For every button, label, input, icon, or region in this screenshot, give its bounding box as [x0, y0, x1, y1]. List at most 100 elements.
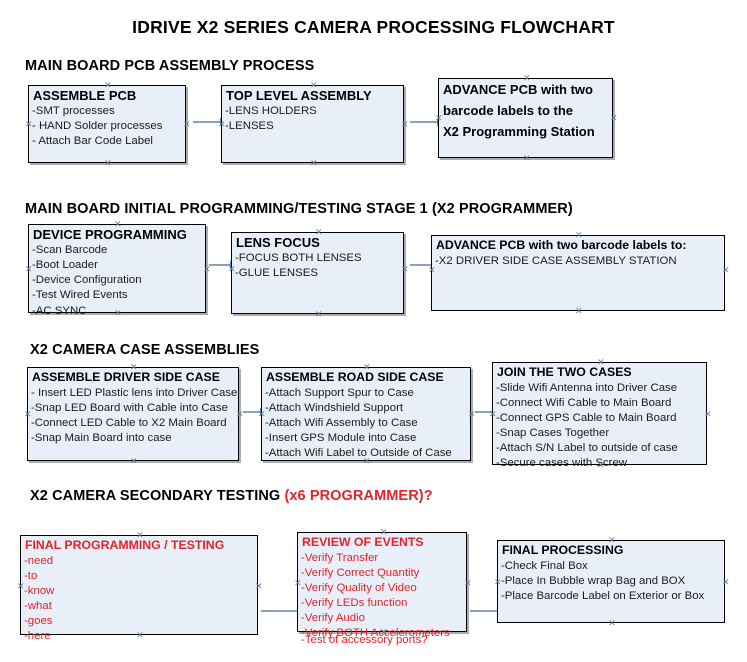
node-advance-pcb-to-x2-programming-station[interactable]: ADVANCE PCB with two barcode labels to t… — [438, 78, 613, 158]
connection-handle-top[interactable] — [380, 529, 387, 536]
connection-handle-left[interactable] — [435, 115, 442, 122]
connection-handle-bottom[interactable] — [597, 462, 604, 469]
list-item: -Snap LED Board with Cable into Case — [31, 401, 228, 414]
connection-handle-left[interactable] — [494, 579, 501, 586]
connection-handle-right[interactable] — [610, 115, 617, 122]
connection-handle-right[interactable] — [722, 579, 729, 586]
node-assemble-driver-side-case[interactable]: ASSEMBLE DRIVER SIDE CASE - Insert LED P… — [27, 367, 239, 461]
connection-handle-top[interactable] — [608, 537, 615, 544]
list-item: -goes — [24, 614, 53, 627]
connection-handle-left[interactable] — [218, 121, 225, 128]
connection-handle-top[interactable] — [104, 82, 111, 89]
section-heading-text: X2 CAMERA SECONDARY TESTING — [30, 488, 285, 504]
connection-handle-right[interactable] — [203, 266, 210, 273]
list-item: -Snap Main Board into case — [31, 431, 172, 444]
node-review-of-events[interactable]: REVIEW OF EVENTS -Verify Transfer -Verif… — [294, 529, 467, 646]
list-item: -Check Final Box — [501, 559, 588, 572]
list-item: -Verify BOTH Accelerometers — [301, 626, 450, 639]
connection-handle-left[interactable] — [294, 580, 301, 587]
list-item: -Place Barcode Label on Exterior or Box — [501, 589, 705, 602]
connection-handle-left[interactable] — [24, 411, 31, 418]
connection-handle-left[interactable] — [17, 583, 24, 590]
node-assemble-road-side-case[interactable]: ASSEMBLE ROAD SIDE CASE -Attach Support … — [261, 367, 471, 461]
connection-handle-right[interactable] — [468, 411, 475, 418]
conn-assemble-pcb-to-top-level-assembly — [193, 118, 228, 126]
node-items: -Check Final Box -Place In Bubble wrap B… — [498, 559, 724, 604]
connection-handle-bottom[interactable] — [310, 160, 317, 167]
connection-handle-bottom[interactable] — [523, 155, 530, 162]
connection-handle-top[interactable] — [523, 75, 530, 82]
node-header-line-3: X2 Programming Station — [443, 123, 595, 139]
connection-handle-bottom[interactable] — [380, 629, 387, 636]
node-advance-pcb-to-driver-side-case-station[interactable]: ADVANCE PCB with two barcode labels to: … — [431, 235, 725, 311]
list-item: -SMT processes — [32, 105, 115, 118]
connection-handle-left[interactable] — [258, 411, 265, 418]
connection-handle-bottom[interactable] — [315, 311, 322, 318]
node-header-line-2: barcode labels to the — [443, 102, 574, 118]
connection-handle-top[interactable] — [575, 232, 582, 239]
connection-handle-bottom[interactable] — [114, 310, 121, 317]
connection-handle-bottom[interactable] — [363, 458, 370, 465]
connection-handle-bottom[interactable] — [104, 160, 111, 167]
connection-handle-bottom[interactable] — [608, 620, 615, 627]
connection-handle-top[interactable] — [315, 229, 322, 236]
list-item: -Slide Wifi Antenna into Driver Case — [496, 381, 678, 394]
connection-handle-left[interactable] — [228, 266, 235, 273]
node-header: FINAL PROCESSING — [502, 543, 624, 557]
list-item: -Connect GPS Cable to Main Board — [496, 411, 677, 424]
node-overflow-item: -Test of accessory ports? — [301, 634, 428, 646]
connection-handle-top[interactable] — [363, 364, 370, 371]
connection-handle-left[interactable] — [489, 411, 496, 418]
list-item: -Secure cases with Screw — [496, 456, 628, 469]
node-device-programming[interactable]: DEVICE PROGRAMMING -Scan Barcode -Boot L… — [25, 221, 206, 317]
connection-handle-top[interactable] — [597, 359, 604, 366]
connection-handle-right[interactable] — [183, 121, 190, 128]
node-lens-focus[interactable]: LENS FOCUS -FOCUS BOTH LENSES -GLUE LENS… — [231, 232, 404, 314]
connection-handle-right[interactable] — [236, 411, 243, 418]
connection-handle-right[interactable] — [704, 411, 711, 418]
list-item: -Attach Wifi Label to Outside of Case — [265, 446, 452, 459]
node-top-level-assembly[interactable]: TOP LEVEL ASSEMBLY -LENS HOLDERS -LENSES — [221, 85, 404, 163]
connection-handle-top[interactable] — [136, 532, 143, 539]
node-items: -Verify Transfer -Verify Correct Quantit… — [298, 551, 466, 641]
node-assemble-pcb[interactable]: ASSEMBLE PCB -SMT processes - HAND Solde… — [28, 85, 186, 163]
list-item: -know — [24, 584, 55, 597]
node-join-the-two-cases[interactable]: JOIN THE TWO CASES -Slide Wifi Antenna i… — [489, 359, 707, 469]
node-items: -Scan Barcode -Boot Loader -Device Confi… — [29, 243, 205, 318]
node-final-processing[interactable]: FINAL PROCESSING -Check Final Box -Place… — [497, 540, 725, 623]
list-item: -FOCUS BOTH LENSES — [235, 252, 362, 265]
list-item: -Boot Loader — [32, 259, 98, 272]
connection-handle-bottom[interactable] — [575, 308, 582, 315]
node-header: ASSEMBLE DRIVER SIDE CASE — [32, 370, 220, 384]
connection-handle-left[interactable] — [428, 267, 435, 274]
list-item: -Verify Audio — [301, 611, 365, 624]
list-item: -Verify Correct Quantity — [301, 566, 420, 579]
connection-handle-right[interactable] — [401, 266, 408, 273]
connection-handle-bottom[interactable] — [136, 632, 143, 639]
section-heading-accent: (x6 PROGRAMMER)? — [284, 488, 433, 504]
conn-top-level-assembly-to-advance-pcb — [410, 118, 445, 126]
node-items: -Attach Support Spur to Case -Attach Win… — [262, 386, 470, 461]
connection-handle-left[interactable] — [25, 266, 32, 273]
connection-handle-top[interactable] — [114, 221, 121, 228]
section-heading-x2-camera-secondary-testing: X2 CAMERA SECONDARY TESTING (x6 PROGRAMM… — [30, 488, 433, 504]
node-header: DEVICE PROGRAMMING — [33, 227, 187, 242]
connection-handle-right[interactable] — [464, 580, 471, 587]
list-item: -Device Configuration — [32, 274, 142, 287]
list-item: -Snap Cases Together — [496, 426, 610, 439]
connection-handle-right[interactable] — [401, 121, 408, 128]
connection-handle-bottom[interactable] — [130, 458, 137, 465]
list-item: -AC SYNC — [32, 304, 87, 317]
connection-handle-top[interactable] — [310, 82, 317, 89]
connection-handle-right[interactable] — [255, 583, 262, 590]
node-final-programming-testing[interactable]: FINAL PROGRAMMING / TESTING -need -to -k… — [17, 532, 258, 642]
connection-handle-right[interactable] — [722, 267, 729, 274]
connection-handle-top[interactable] — [130, 364, 137, 371]
node-header: TOP LEVEL ASSEMBLY — [226, 88, 372, 103]
node-items: -need -to -know -what -goes -here — [21, 554, 257, 644]
node-header: ASSEMBLE PCB — [33, 88, 137, 103]
conn-review-events-to-final-processing — [470, 607, 505, 615]
connection-handle-left[interactable] — [25, 121, 32, 128]
list-item: -Connect Wifi Cable to Main Board — [496, 396, 672, 409]
